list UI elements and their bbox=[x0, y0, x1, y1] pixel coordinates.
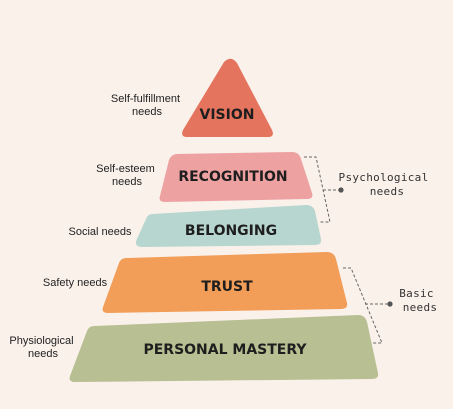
basic-needs-label: Basic needs bbox=[399, 287, 441, 314]
trust-title: TRUST bbox=[201, 279, 253, 295]
trust-tier bbox=[102, 252, 348, 313]
belonging-tier bbox=[135, 205, 322, 247]
social-needs-label: Social needs bbox=[69, 226, 132, 238]
personal-mastery-tier bbox=[69, 315, 379, 382]
belonging-title: BELONGING bbox=[185, 223, 277, 239]
recognition-title: RECOGNITION bbox=[178, 169, 287, 185]
recognition-tier bbox=[159, 152, 313, 202]
self-fulfillment-label: Self-fulfillment needs bbox=[111, 93, 183, 118]
self-esteem-label: Self-esteem needs bbox=[96, 163, 158, 188]
psychological-bracket bbox=[304, 156, 344, 223]
psychological-needs-label: Psychological needs bbox=[339, 171, 436, 198]
vision-tier bbox=[182, 58, 273, 137]
basic-bracket bbox=[343, 267, 393, 344]
personal-mastery-title: PERSONAL MASTERY bbox=[143, 342, 307, 358]
physiological-label: Physiological needs bbox=[9, 335, 76, 360]
vision-title: VISION bbox=[200, 107, 255, 123]
safety-needs-label: Safety needs bbox=[43, 277, 108, 289]
